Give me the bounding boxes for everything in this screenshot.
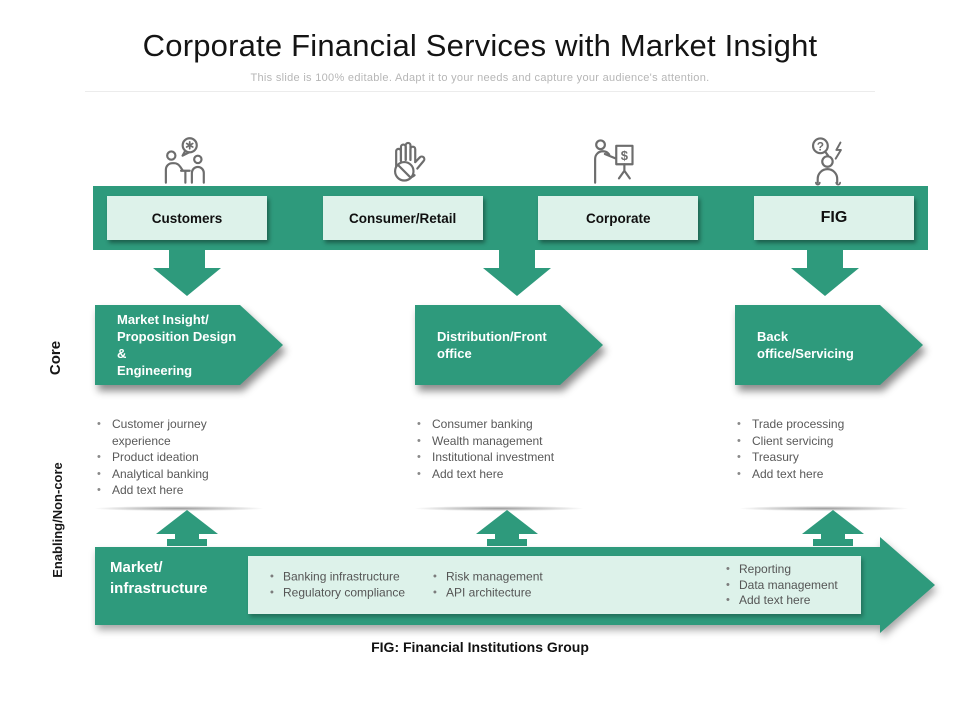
- list-item: Risk management: [433, 570, 543, 586]
- list-item: Consumer banking: [415, 416, 585, 433]
- list-item: Add text here: [415, 466, 585, 483]
- page-title: Corporate Financial Services with Market…: [142, 28, 818, 63]
- chevron-heading: Distribution/Front office: [437, 329, 547, 361]
- list-item: Reporting: [726, 562, 838, 578]
- header-divider: [85, 91, 875, 92]
- segment-corporate: Corporate: [538, 196, 699, 240]
- infra-group-risk: Risk management API architecture: [433, 570, 543, 601]
- page-subtitle: This slide is 100% editable. Adapt it to…: [250, 72, 710, 84]
- infra-group-banking: Banking infrastructure Regulatory compli…: [270, 570, 405, 601]
- list-item: Wealth management: [415, 433, 585, 450]
- row-label-core: Core: [46, 340, 64, 376]
- svg-text:$: $: [621, 148, 629, 163]
- infrastructure-panel: Banking infrastructure Regulatory compli…: [248, 556, 861, 614]
- list-item: Analytical banking: [95, 466, 265, 483]
- column-shadow-middle: [415, 506, 583, 511]
- segment-consumer-retail: Consumer/Retail: [322, 196, 483, 240]
- presentation-dollar-icon: $: [587, 135, 639, 187]
- up-arrow-left: [156, 510, 218, 546]
- list-item: Data management: [726, 577, 838, 593]
- segment-customers: Customers: [107, 196, 267, 240]
- chevron-market-insight: Market Insight/ Proposition Design & Eng…: [95, 305, 285, 385]
- column-shadow-right: [740, 506, 908, 511]
- list-item: Trade processing: [735, 416, 905, 433]
- confused-person-icon: ?: [802, 135, 854, 187]
- down-arrow-right: [791, 250, 859, 296]
- chevron-heading: Back office/Servicing: [757, 329, 854, 361]
- bullet-list-distribution: Consumer banking Wealth management Insti…: [415, 416, 585, 482]
- list-item: Institutional investment: [415, 449, 585, 466]
- up-arrow-middle: [476, 510, 538, 546]
- bottom-band-label: Market/ infrastructure: [110, 559, 208, 597]
- list-item: Customer journey experience: [95, 416, 265, 449]
- list-item: Regulatory compliance: [270, 585, 405, 601]
- list-item: Product ideation: [95, 449, 265, 466]
- list-item: Add text here: [95, 482, 265, 499]
- top-band: Customers Consumer/Retail Corporate FIG: [93, 186, 928, 250]
- list-item: Add text here: [735, 466, 905, 483]
- list-item: API architecture: [433, 585, 543, 601]
- svg-text:?: ?: [817, 140, 824, 154]
- segment-fig: FIG: [753, 196, 914, 240]
- column-shadow-left: [95, 506, 263, 511]
- chevron-back-office-servicing: Back office/Servicing: [735, 305, 925, 385]
- list-item: Add text here: [726, 593, 838, 609]
- down-arrow-left: [153, 250, 221, 296]
- up-arrow-right: [802, 510, 864, 546]
- list-item: Treasury: [735, 449, 905, 466]
- footnote: FIG: Financial Institutions Group: [371, 639, 589, 655]
- customer-feedback-icon: [161, 135, 213, 187]
- infra-group-reporting: Reporting Data management Add text here: [726, 562, 838, 609]
- chevron-heading: Market Insight/ Proposition Design & Eng…: [117, 312, 237, 378]
- down-arrow-middle: [483, 250, 551, 296]
- row-label-enabling-non-core: Enabling/Non-core: [49, 462, 65, 578]
- list-item: Client servicing: [735, 433, 905, 450]
- stop-hand-icon: [381, 135, 433, 187]
- bullet-list-market-insight: Customer journey experience Product idea…: [95, 416, 265, 499]
- bullet-list-back-office: Trade processing Client servicing Treasu…: [735, 416, 905, 482]
- chevron-distribution-front-office: Distribution/Front office: [415, 305, 605, 385]
- list-item: Banking infrastructure: [270, 570, 405, 586]
